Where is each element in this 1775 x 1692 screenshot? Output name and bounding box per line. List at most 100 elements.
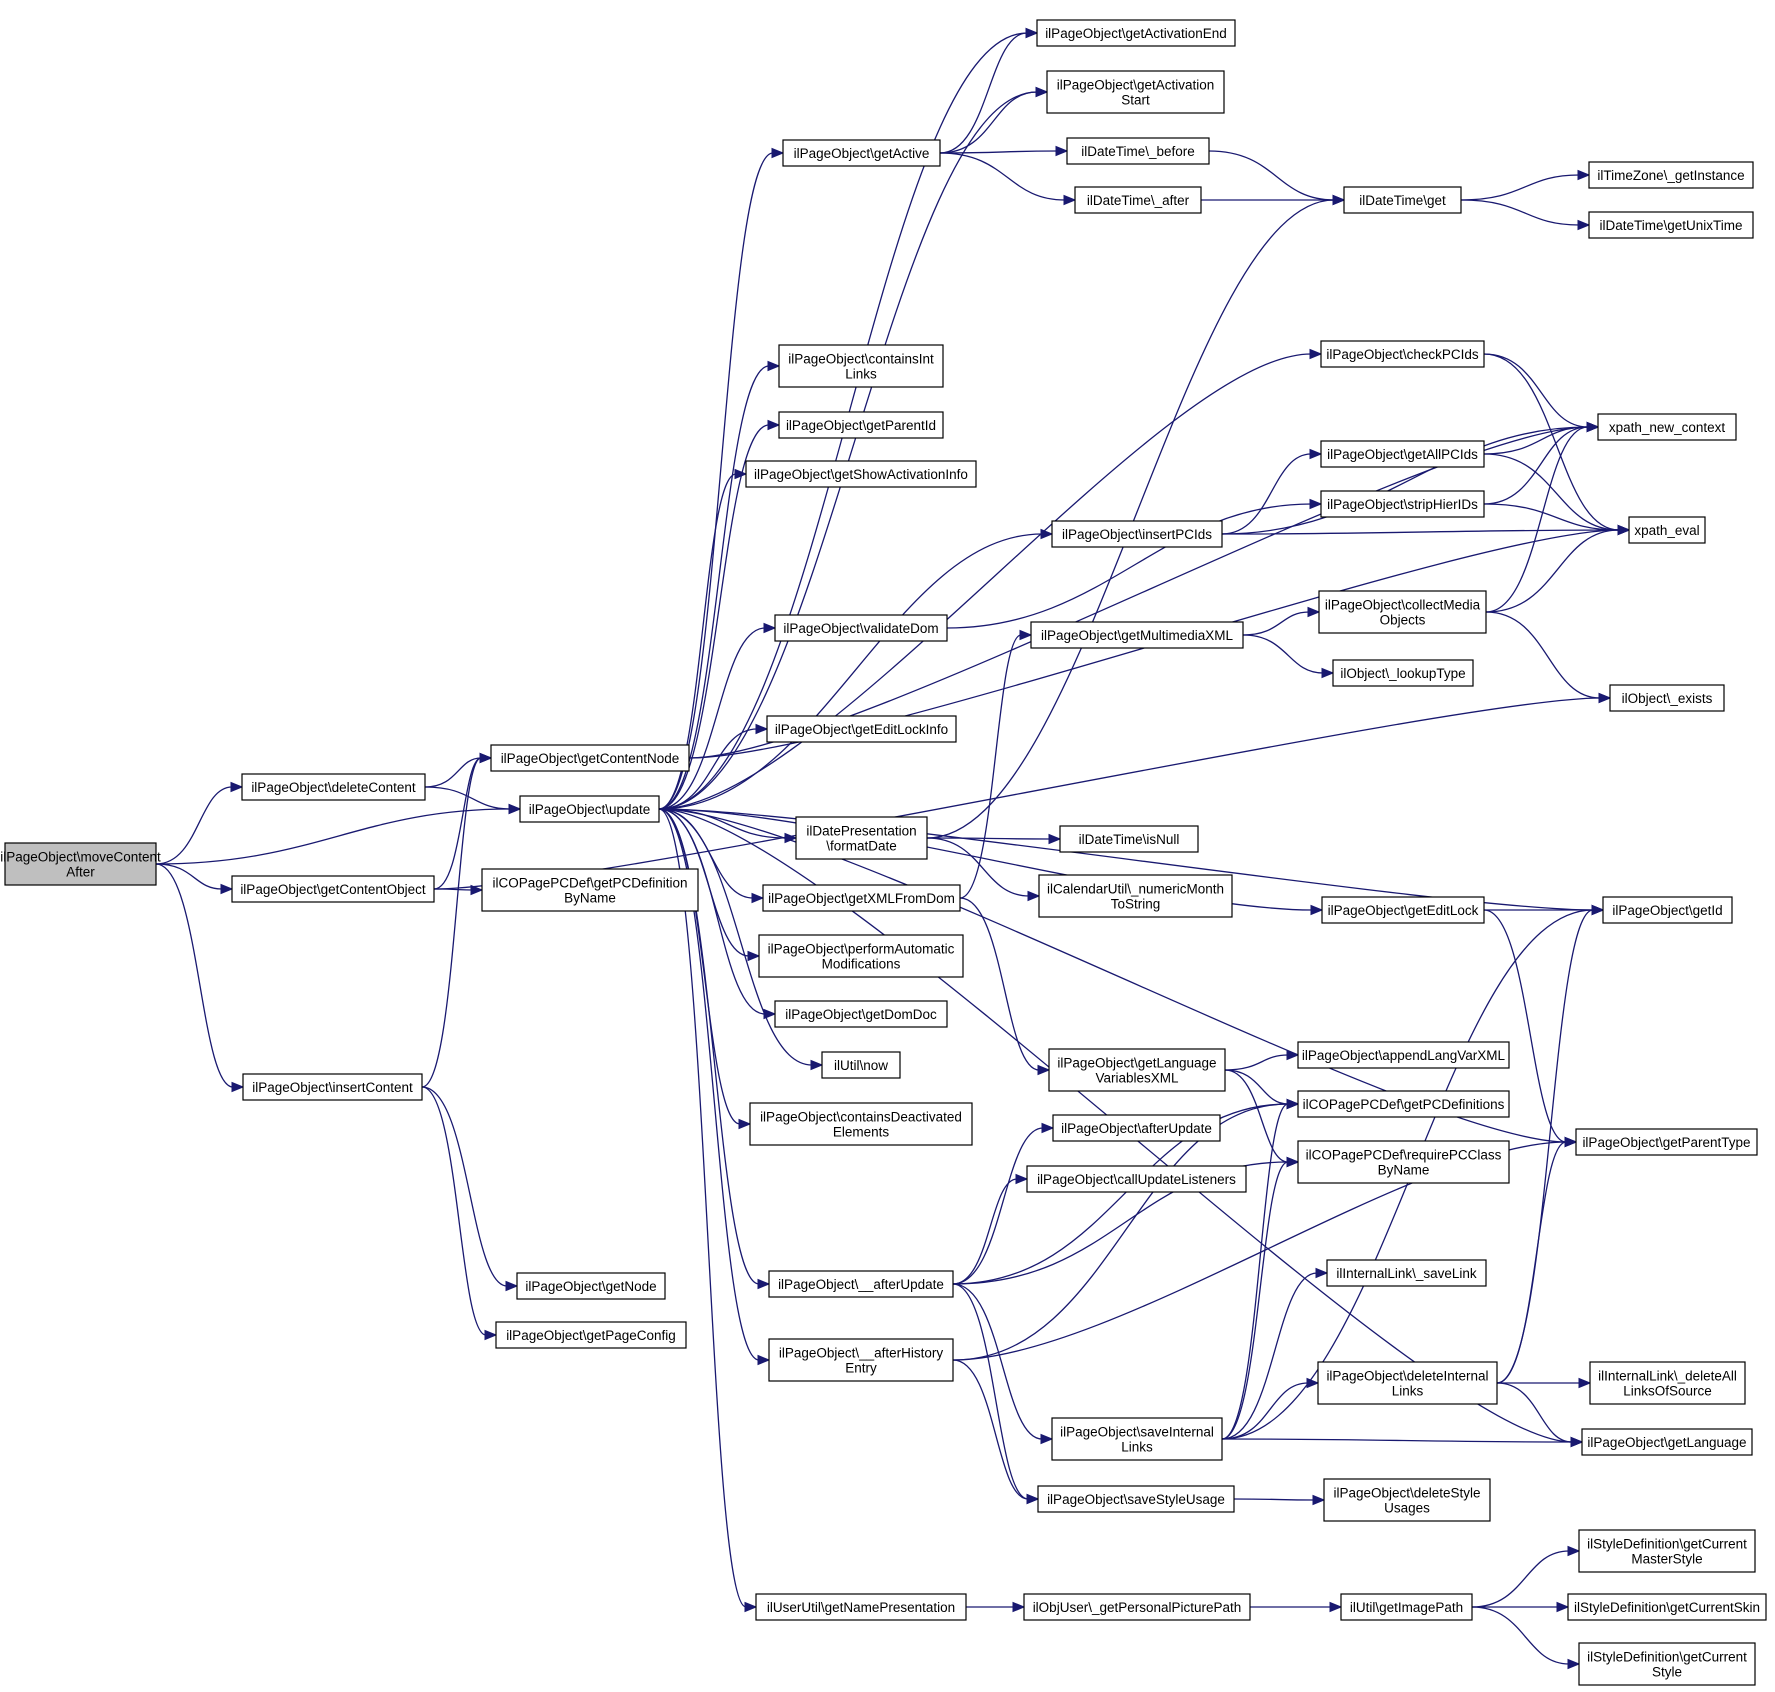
node-box bbox=[768, 1338, 954, 1382]
node-label: ilPageObject\getId bbox=[1612, 903, 1722, 918]
node-delete-content[interactable]: ilPageObject\deleteContent bbox=[241, 773, 426, 801]
node-get-all-pcids[interactable]: ilPageObject\getAllPCIds bbox=[1320, 440, 1485, 468]
node-get-active[interactable]: ilPageObject\getActive bbox=[782, 139, 941, 167]
node-update[interactable]: ilPageObject\update bbox=[519, 795, 660, 823]
edge-get-multimedia-xml-to-collect-media-objects bbox=[1242, 606, 1321, 636]
node-get-parent-id[interactable]: ilPageObject\getParentId bbox=[778, 411, 944, 439]
node-get-pcdefinitions[interactable]: ilCOPagePCDef\getPCDefinitions bbox=[1297, 1090, 1510, 1118]
node-get-multimedia-xml[interactable]: ilPageObject\getMultimediaXML bbox=[1030, 621, 1244, 649]
edge-after-update-internal-to-save-internal-links bbox=[952, 1283, 1054, 1445]
node-strip-hier-ids[interactable]: ilPageObject\stripHierIDs bbox=[1320, 490, 1485, 518]
node-after-update[interactable]: ilPageObject\afterUpdate bbox=[1052, 1114, 1221, 1142]
node-dt-before[interactable]: ilDateTime\_before bbox=[1066, 137, 1210, 165]
node-perform-automatic-modifications[interactable]: ilPageObject\performAutomaticModificatio… bbox=[758, 934, 964, 978]
node-box bbox=[1038, 874, 1233, 918]
node-get-node[interactable]: ilPageObject\getNode bbox=[516, 1272, 666, 1300]
node-get-image-path[interactable]: ilUtil\getImagePath bbox=[1340, 1593, 1473, 1621]
node-call-update-listeners[interactable]: ilPageObject\callUpdateListeners bbox=[1026, 1165, 1247, 1193]
node-get-edit-lock-info[interactable]: ilPageObject\getEditLockInfo bbox=[766, 715, 957, 743]
node-xpath-eval[interactable]: xpath_eval bbox=[1628, 516, 1706, 544]
node-get-edit-lock[interactable]: ilPageObject\getEditLock bbox=[1321, 896, 1485, 924]
edge-get-multimedia-xml-to-lookup-type bbox=[1242, 634, 1335, 679]
node-save-style-usage[interactable]: ilPageObject\saveStyleUsage bbox=[1037, 1485, 1235, 1513]
node-obj-exists[interactable]: ilObject\_exists bbox=[1609, 684, 1725, 712]
node-label: ilPageObject\getContentNode bbox=[501, 751, 680, 766]
edge-line bbox=[1224, 1069, 1289, 1163]
edge-line bbox=[1233, 1498, 1315, 1501]
node-label: Objects bbox=[1380, 613, 1426, 628]
edge-format-date-to-numeric-month-to-string bbox=[926, 837, 1041, 902]
node-get-activation-end[interactable]: ilPageObject\getActivationEnd bbox=[1036, 19, 1236, 47]
node-box bbox=[1320, 490, 1485, 518]
edge-line bbox=[1485, 529, 1620, 613]
node-label: ilPageObject\getDomDoc bbox=[785, 1007, 937, 1022]
node-get-dom-doc[interactable]: ilPageObject\getDomDoc bbox=[774, 1000, 948, 1028]
node-check-pcids[interactable]: ilPageObject\checkPCIds bbox=[1320, 340, 1485, 368]
node-label: Usages bbox=[1384, 1501, 1430, 1516]
node-insert-pcids[interactable]: ilPageObject\insertPCIds bbox=[1051, 520, 1223, 548]
node-lookup-type[interactable]: ilObject\_lookupType bbox=[1332, 659, 1474, 687]
node-box bbox=[1026, 1165, 1247, 1193]
arrowhead bbox=[505, 1280, 519, 1292]
edge-format-date-to-dt-get bbox=[926, 194, 1346, 839]
node-get-xmlfrom-dom[interactable]: ilPageObject\getXMLFromDom bbox=[762, 884, 961, 912]
node-get-content-object[interactable]: ilPageObject\getContentObject bbox=[231, 875, 435, 903]
node-get-language[interactable]: ilPageObject\getLanguage bbox=[1581, 1428, 1753, 1456]
node-get-id[interactable]: ilPageObject\getId bbox=[1602, 896, 1733, 924]
node-dt-after[interactable]: ilDateTime\_after bbox=[1074, 186, 1202, 214]
node-get-unix-time[interactable]: ilDateTime\getUnixTime bbox=[1588, 211, 1754, 239]
node-get-content-node[interactable]: ilPageObject\getContentNode bbox=[490, 744, 690, 772]
node-util-now[interactable]: ilUtil\now bbox=[821, 1051, 901, 1079]
node-dt-get[interactable]: ilDateTime\get bbox=[1343, 186, 1462, 214]
node-insert-content[interactable]: ilPageObject\insertContent bbox=[242, 1073, 423, 1101]
node-box bbox=[1332, 659, 1474, 687]
node-label: ilPageObject\getParentType bbox=[1582, 1135, 1750, 1150]
node-append-lang-var-xml[interactable]: ilPageObject\appendLangVarXML bbox=[1297, 1041, 1510, 1069]
node-label: ilDateTime\getUnixTime bbox=[1599, 218, 1742, 233]
node-save-link[interactable]: ilInternalLink\_saveLink bbox=[1326, 1259, 1487, 1287]
node-label: LinksOfSource bbox=[1623, 1384, 1712, 1399]
arrowhead bbox=[810, 1059, 824, 1071]
edge-line bbox=[1221, 529, 1620, 535]
node-validate-dom[interactable]: ilPageObject\validateDom bbox=[774, 614, 948, 642]
node-label: ilPageObject\appendLangVarXML bbox=[1302, 1048, 1506, 1063]
node-after-update-internal[interactable]: ilPageObject\__afterUpdate bbox=[768, 1270, 954, 1298]
node-get-current-skin[interactable]: ilStyleDefinition\getCurrentSkin bbox=[1567, 1593, 1767, 1621]
arrowhead bbox=[1577, 169, 1591, 181]
node-xpath-new-context[interactable]: xpath_new_context bbox=[1597, 413, 1737, 441]
node-label: ilInternalLink\_deleteAll bbox=[1598, 1369, 1737, 1384]
node-get-show-activation-info[interactable]: ilPageObject\getShowActivationInfo bbox=[745, 460, 977, 488]
node-label: ilCalendarUtil\_numericMonth bbox=[1047, 882, 1224, 897]
node-box bbox=[1326, 1259, 1487, 1287]
edge-delete-internal-links-to-get-parent-type bbox=[1496, 1136, 1578, 1384]
edge-line bbox=[1208, 150, 1335, 201]
arrowhead bbox=[1315, 1267, 1329, 1279]
node-get-name-presentation[interactable]: ilUserUtil\getNamePresentation bbox=[755, 1593, 967, 1621]
node-get-parent-type[interactable]: ilPageObject\getParentType bbox=[1575, 1128, 1758, 1156]
node-format-date[interactable]: ilDatePresentation\formatDate bbox=[795, 816, 928, 860]
edge-line bbox=[1483, 426, 1589, 455]
node-label: ilUserUtil\getNamePresentation bbox=[767, 1600, 955, 1615]
node-dt-is-null[interactable]: ilDateTime\isNull bbox=[1059, 825, 1199, 853]
node-get-instance[interactable]: ilTimeZone\_getInstance bbox=[1588, 161, 1754, 189]
edge-update-to-get-activation-start bbox=[658, 86, 1049, 810]
edge-line bbox=[926, 837, 1051, 840]
node-get-page-config[interactable]: ilPageObject\getPageConfig bbox=[495, 1321, 687, 1349]
node-get-personal-picture-path[interactable]: ilObjUser\_getPersonalPicturePath bbox=[1023, 1593, 1251, 1621]
